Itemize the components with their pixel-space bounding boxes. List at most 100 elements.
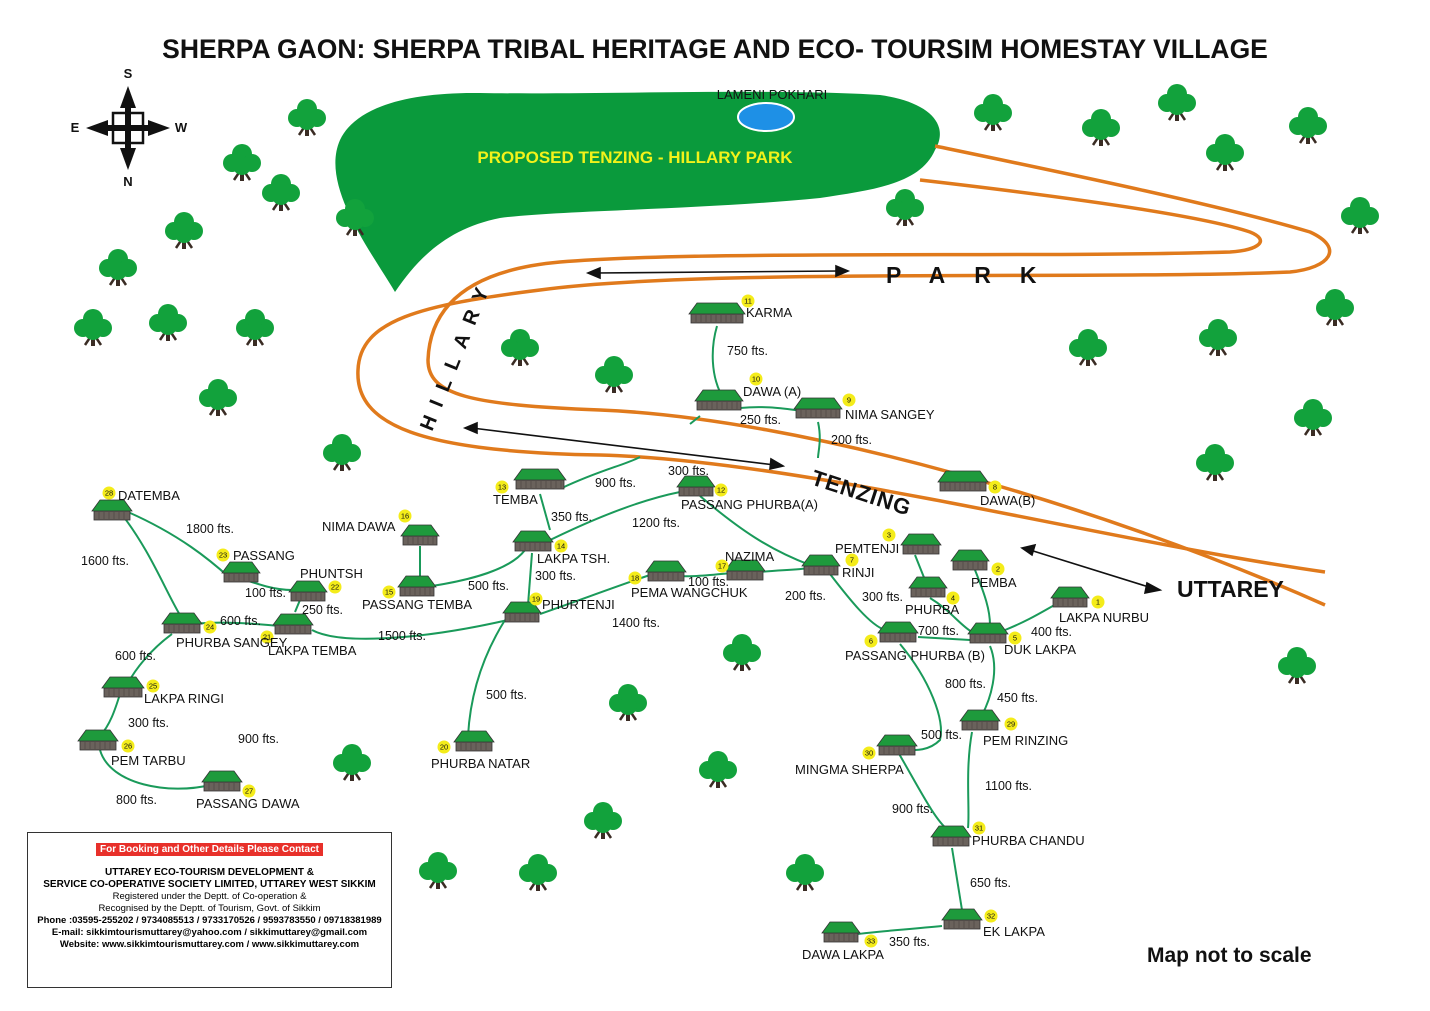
homestay-house-icon: 22 (288, 580, 342, 602)
distance-label: 1200 fts. (632, 516, 680, 530)
tree-icon (974, 94, 1012, 131)
homestay-label: EK LAKPA (983, 924, 1045, 939)
homestay-house-icon: 19 (502, 592, 543, 623)
homestay-label: PASSANG PHURBA (B) (845, 648, 985, 663)
homestay-label: DUK LAKPA (1004, 642, 1076, 657)
distance-label: 300 fts. (668, 464, 709, 478)
lake (737, 102, 795, 132)
homestay-number-badge: 18 (628, 571, 642, 585)
homestay-number: 20 (440, 743, 448, 752)
distance-label: 400 fts. (1031, 625, 1072, 639)
distance-label: 350 fts. (551, 510, 592, 524)
tree-icon (199, 379, 237, 416)
tree-icon (786, 854, 824, 891)
homestay-number-badge: 14 (554, 539, 568, 553)
homestay-number-badge: 3 (882, 528, 896, 542)
distance-label: 250 fts. (740, 413, 781, 427)
distance-label: 350 fts. (889, 935, 930, 949)
homestay-number: 26 (124, 742, 132, 751)
homestay-number-badge: 6 (864, 634, 878, 648)
homestay-number: 31 (975, 824, 983, 833)
distance-label: 300 fts. (128, 716, 169, 730)
homestay-number-badge: 15 (382, 585, 396, 599)
homestay-label: DAWA LAKPA (802, 947, 884, 962)
tree-icon (1316, 289, 1354, 326)
road-arrows (462, 264, 1163, 595)
homestay-house-icon: 4 (908, 576, 960, 605)
tree-icon (1196, 444, 1234, 481)
homestay-label: PASSANG (233, 548, 295, 563)
homestay-number-badge: 24 (203, 620, 217, 634)
proposed-park-area (335, 91, 940, 292)
homestay-number-badge: 5 (1008, 631, 1022, 645)
road-label-uttarey: UTTAREY (1177, 576, 1284, 602)
homestay-house-icon: 13 (495, 468, 567, 494)
park-label: PROPOSED TENZING - HILLARY PARK (477, 148, 793, 167)
homestay-number-badge: 27 (242, 784, 256, 798)
homestay-house-icon: 16 (398, 509, 440, 546)
contact-email: E-mail: sikkimtourismuttarey@yahoo.com /… (51, 927, 368, 938)
distance-label: 300 fts. (862, 590, 903, 604)
homestay-house-icon: 1 (1050, 586, 1105, 609)
distance-label: 600 fts. (115, 649, 156, 663)
homestay-label: DAWA (A) (743, 384, 801, 399)
homestay-number-badge: 21 (260, 630, 274, 644)
distance-label: 1600 fts. (81, 554, 129, 568)
homestay-label: LAKPA TEMBA (268, 643, 357, 658)
homestay-number: 22 (331, 583, 339, 592)
homestay-label: MINGMA SHERPA (795, 762, 904, 777)
homestay-number-badge: 2 (991, 562, 1005, 576)
tree-icon (886, 189, 924, 226)
homestay-number-badge: 28 (102, 486, 116, 500)
homestay-number: 27 (245, 787, 253, 796)
homestay-house-icon: 24 (161, 612, 217, 634)
organization-line-2: SERVICE CO-OPERATIVE SOCIETY LIMITED, UT… (43, 879, 376, 890)
homestay-label: RINJI (842, 565, 875, 580)
road-inner-edge (426, 178, 1326, 607)
contact-header: For Booking and Other Details Please Con… (96, 843, 323, 856)
compass-rose: S N E W (71, 66, 188, 189)
homestay-number: 10 (752, 375, 760, 384)
homestay-number-badge: 7 (845, 553, 859, 567)
homestay-number: 28 (105, 489, 113, 498)
homestay-house-icon: 3 (882, 528, 942, 555)
tree-icon (165, 212, 203, 249)
homestay-number-badge: 9 (842, 393, 856, 407)
distance-label: 750 fts. (727, 344, 768, 358)
tree-icon (723, 634, 761, 671)
homestay-number: 19 (532, 595, 540, 604)
tree-icon (223, 144, 261, 181)
tree-icon (1199, 319, 1237, 356)
homestay-house-icon: 14 (512, 530, 568, 553)
homestay-number-badge: 23 (216, 548, 230, 562)
homestay-label: PHURBA (905, 602, 960, 617)
homestay-number: 25 (149, 682, 157, 691)
homestay-number-badge: 26 (121, 739, 135, 753)
homestay-number: 24 (206, 623, 214, 632)
tree-icon (336, 199, 374, 236)
distance-label: 650 fts. (970, 876, 1011, 890)
tree-icon (1069, 329, 1107, 366)
homestay-number: 16 (401, 512, 409, 521)
homestay-number-badge: 33 (864, 934, 878, 948)
road-outer-edge (356, 144, 1332, 574)
homestay-number: 3 (887, 531, 891, 540)
homestay-number: 23 (219, 551, 227, 560)
homestay-house-icon: 32 (941, 908, 998, 930)
distance-label: 200 fts. (831, 433, 872, 447)
tree-icon (1206, 134, 1244, 171)
homestay-house-icon: 28 (91, 486, 133, 521)
homestay-number-badge: 29 (1004, 717, 1018, 731)
homestay-label: DAWA(B) (980, 493, 1035, 508)
distance-label: 600 fts. (220, 614, 261, 628)
tree-icon (699, 751, 737, 788)
tree-icon (1289, 107, 1327, 144)
homestay-house-icon: 27 (201, 770, 256, 798)
homestay-label: PASSANG DAWA (196, 796, 300, 811)
lake-label: LAMENI POKHARI (717, 87, 828, 102)
distance-label: 500 fts. (486, 688, 527, 702)
homestay-number-badge: 11 (741, 294, 755, 308)
homestay-house-icon: 31 (930, 821, 986, 847)
homestay-label: DATEMBA (118, 488, 180, 503)
homestay-house-icon: 25 (101, 676, 160, 698)
